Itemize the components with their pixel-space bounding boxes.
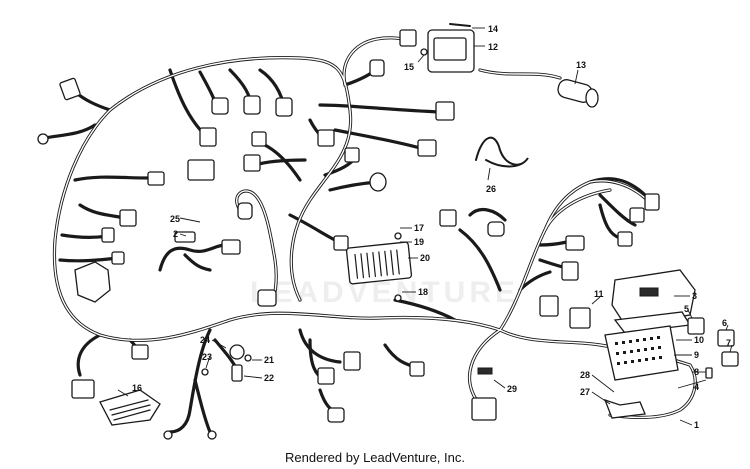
callout-13: 13: [576, 60, 586, 70]
callout-27: 27: [580, 387, 590, 397]
callout-12: 12: [488, 42, 498, 52]
callout-1: 1: [694, 420, 699, 430]
callout-29: 29: [507, 384, 517, 394]
callout-22: 22: [264, 373, 274, 383]
part-18-nut: [394, 294, 402, 302]
callout-14: 14: [488, 24, 498, 34]
part-20-regulator: [345, 241, 413, 285]
footer-credit: Rendered by LeadVenture, Inc.: [285, 450, 465, 465]
callout-16: 16: [132, 383, 142, 393]
part-5-relay: [687, 317, 705, 335]
callout-8: 8: [694, 367, 699, 377]
part-13-socket: [557, 79, 599, 108]
part-7-relay: [721, 351, 739, 367]
callout-20: 20: [420, 253, 430, 263]
callout-4: 4: [694, 382, 699, 392]
part-21-screw: [244, 354, 252, 362]
callout-19: 19: [414, 237, 424, 247]
fuse-box: [603, 269, 696, 419]
part-23-nut: [201, 368, 209, 376]
part-17-screw: [394, 232, 402, 240]
callout-5: 5: [684, 304, 689, 314]
leader-lines: [117, 27, 733, 426]
callout-2: 2: [173, 229, 178, 239]
callout-24: 24: [200, 335, 210, 345]
callout-21: 21: [264, 355, 274, 365]
part-29-tag: [477, 367, 493, 375]
callout-labels: 14 12 15 13 26 25 2 17 19 20 18 11 3 5 6…: [132, 24, 731, 430]
connectors: [37, 29, 660, 440]
callout-11: 11: [594, 289, 604, 299]
callout-25: 25: [170, 214, 180, 224]
callout-23: 23: [202, 352, 212, 362]
callout-28: 28: [580, 370, 590, 380]
callout-18: 18: [418, 287, 428, 297]
callout-15: 15: [404, 62, 414, 72]
callout-3: 3: [692, 291, 697, 301]
part-26-strap: [475, 136, 529, 168]
callout-6: 6: [722, 318, 727, 328]
part-14-screw: [449, 23, 471, 27]
part-8-fuse: [705, 367, 713, 379]
part-12-module: [420, 29, 475, 73]
callout-10: 10: [694, 335, 704, 345]
callout-9: 9: [694, 350, 699, 360]
callout-26: 26: [486, 184, 496, 194]
callout-7: 7: [726, 338, 731, 348]
part-16-circuit-board: [99, 389, 161, 426]
callout-17: 17: [414, 223, 424, 233]
